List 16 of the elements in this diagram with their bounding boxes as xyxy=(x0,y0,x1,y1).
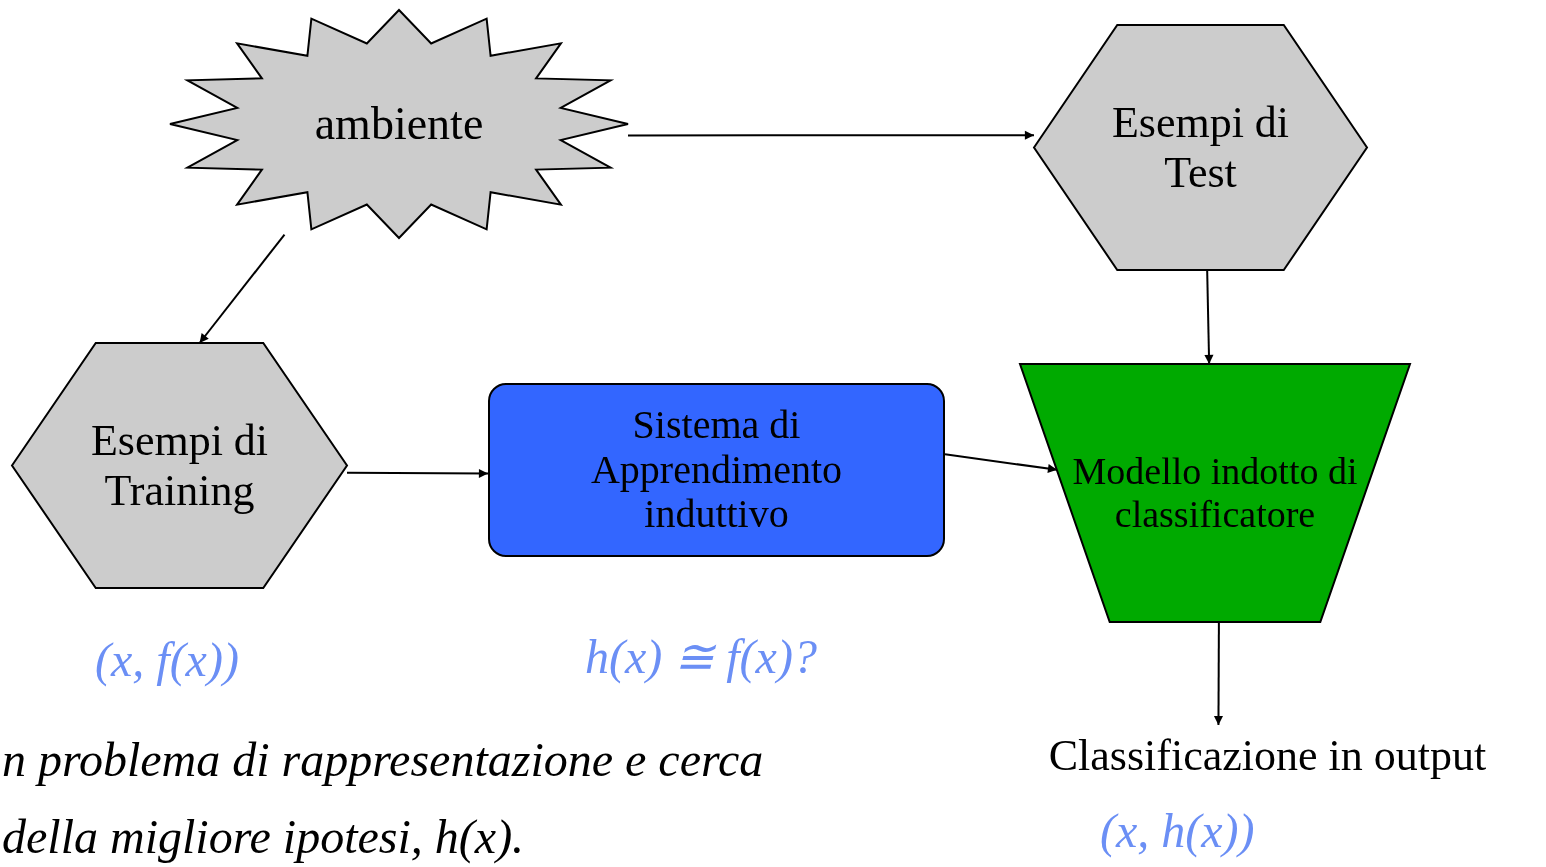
node-label: Esempi di Test xyxy=(1110,98,1291,197)
node-label: Classificazione in output xyxy=(1048,731,1487,781)
formula-label: (x, f(x)) xyxy=(95,632,239,687)
arrow xyxy=(627,130,1035,140)
node-label: Sistema di Apprendimento induttivo xyxy=(589,402,844,538)
arrow xyxy=(1204,269,1214,365)
formula-label: h(x) ≅ f(x)? xyxy=(585,629,817,684)
formula-label: (x, h(x)) xyxy=(1100,803,1255,858)
node-label: Esempi di Training xyxy=(89,416,270,515)
note-text: n problema di rappresentazione e cerca della migliore ipotesi, h(x). xyxy=(2,732,765,866)
arrow xyxy=(346,468,489,478)
node-label: Modello indotto di classificatore xyxy=(1071,450,1359,536)
arrow xyxy=(198,233,286,344)
arrow xyxy=(1213,621,1224,726)
process-box xyxy=(488,383,945,557)
node-label: ambiente xyxy=(314,98,484,150)
